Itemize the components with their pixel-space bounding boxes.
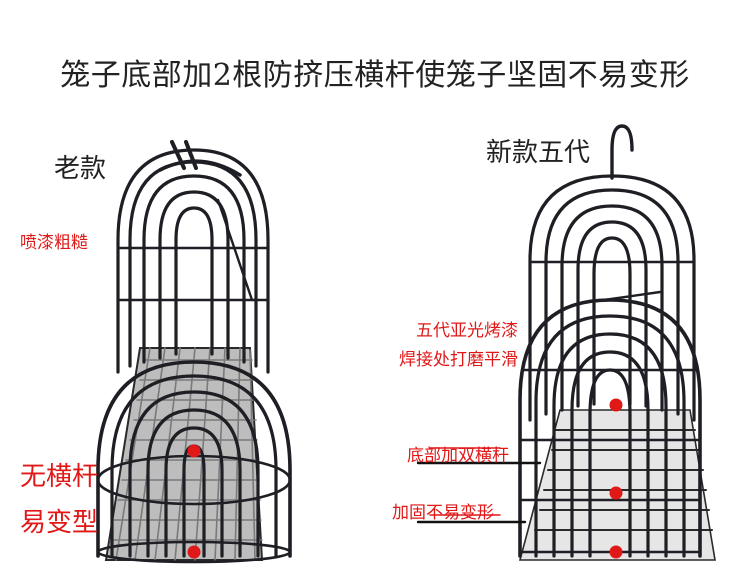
new-cage-image	[518, 124, 716, 561]
old-no-bar-note-2: 易变型	[20, 508, 99, 538]
new-model-label: 新款五代	[486, 138, 591, 168]
new-red-dot-2	[609, 486, 623, 500]
old-cage-image	[96, 140, 292, 564]
old-bottom-red-dot	[187, 545, 201, 559]
new-strong-note: 加固不易变形	[392, 503, 494, 523]
new-paint-note: 五代亚光烤漆	[416, 321, 518, 341]
new-red-dot-1	[609, 398, 623, 412]
old-paint-note: 喷漆粗糙	[20, 233, 88, 253]
callout-lines	[416, 447, 542, 524]
old-no-bar-note-1: 无横杆	[20, 462, 99, 492]
old-top-red-dot	[187, 444, 201, 458]
new-weld-note: 焊接处打磨平滑	[399, 350, 518, 370]
page-title: 笼子底部加2根防挤压横杆使笼子坚固不易变形	[60, 58, 690, 93]
red-dot-marker	[187, 398, 623, 559]
new-red-dot-3	[609, 545, 623, 559]
old-model-label: 老款	[54, 154, 107, 184]
new-double-bar-note: 底部加双横杆	[407, 446, 509, 466]
